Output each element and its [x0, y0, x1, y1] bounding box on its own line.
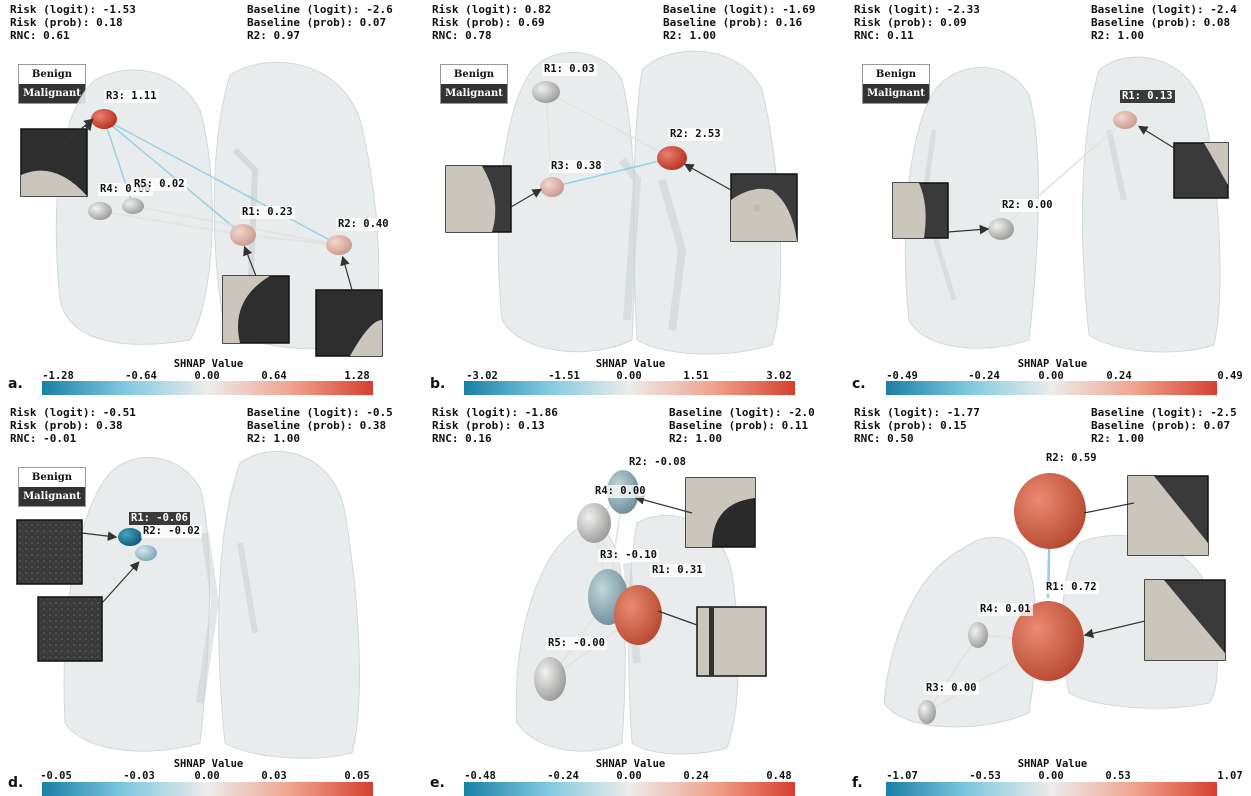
colorbar-title: SHNAP Value	[0, 758, 417, 770]
nodule-label-r1: R1: 0.03	[542, 63, 597, 76]
tick: 0.53	[1105, 770, 1130, 782]
tick: -0.53	[969, 770, 1001, 782]
colorbar-title: SHNAP Value	[0, 358, 417, 370]
nodule-r5	[534, 657, 566, 701]
nodule-r5	[122, 198, 144, 214]
colorbar	[42, 782, 373, 796]
nodule-r4	[577, 503, 611, 543]
tick: 1.07	[1217, 770, 1242, 782]
nodule-r4	[88, 202, 112, 220]
nodule-r2	[326, 235, 352, 255]
nodule-label-r5: R5: 0.02	[132, 178, 187, 191]
nodule-label-r3: R3: -0.10	[598, 549, 659, 562]
panel-label: f.	[852, 775, 863, 791]
nodule-label-r1: R1: 0.23	[240, 206, 295, 219]
panel-label: d.	[8, 775, 23, 791]
nodule-r1	[614, 585, 662, 645]
tick: 0.03	[261, 770, 286, 782]
tick: -0.05	[40, 770, 72, 782]
nodule-r1	[1113, 111, 1137, 129]
nodule-r3	[918, 700, 936, 724]
tick: 0.00	[1038, 770, 1063, 782]
nodule-label-r2: R2: 2.53	[668, 128, 723, 141]
nodule-label-r1: R1: 0.72	[1044, 581, 1099, 594]
colorbar	[886, 381, 1217, 395]
lung-render	[0, 403, 417, 763]
panel-a: Risk (logit): -1.53 Risk (prob): 0.18 RN…	[0, 0, 417, 398]
nodule-label-r1: R1: -0.06	[129, 512, 190, 525]
nodule-label-r5: R5: -0.00	[546, 637, 607, 650]
tick: -0.24	[547, 770, 579, 782]
nodule-label-r2: R2: -0.08	[627, 456, 688, 469]
nodule-label-r2: R2: 0.00	[1000, 199, 1055, 212]
nodule-label-r3: R3: 0.00	[924, 682, 979, 695]
panel-label: c.	[852, 376, 866, 392]
tick: 0.49	[1217, 370, 1242, 382]
panel-c: Risk (logit): -2.33 Risk (prob): 0.09 RN…	[844, 0, 1251, 398]
colorbar-title: SHNAP Value	[844, 358, 1251, 370]
colorbar-title: SHNAP Value	[844, 758, 1251, 770]
tick: 0.05	[344, 770, 369, 782]
nodule-r1	[230, 224, 256, 246]
nodule-r3	[91, 109, 117, 129]
nodule-label-r2: R2: 0.40	[336, 218, 391, 231]
panel-b: Risk (logit): 0.82 Risk (prob): 0.69 RNC…	[422, 0, 839, 398]
nodule-label-r4: R4: 0.00	[593, 485, 648, 498]
tick: -0.48	[464, 770, 496, 782]
colorbar	[464, 381, 795, 395]
panel-e: Risk (logit): -1.86 Risk (prob): 0.13 RN…	[422, 403, 839, 796]
panel-f: Risk (logit): -1.77 Risk (prob): 0.15 RN…	[844, 403, 1251, 796]
colorbar-title: SHNAP Value	[422, 358, 839, 370]
nodule-r2	[135, 545, 157, 561]
tick: -0.03	[123, 770, 155, 782]
tick: 0.00	[616, 770, 641, 782]
nodule-label-r3: R3: 0.38	[549, 160, 604, 173]
nodule-label-r1: R1: 0.13	[1120, 90, 1175, 103]
tick: 0.48	[766, 770, 791, 782]
panel-d: Risk (logit): -0.51 Risk (prob): 0.38 RN…	[0, 403, 417, 796]
ct-patch-r1	[697, 607, 766, 676]
lung-render	[0, 0, 417, 360]
nodule-r2	[1014, 473, 1086, 549]
nodule-label-r4: R4: 0.01	[978, 603, 1033, 616]
nodule-r4	[968, 622, 988, 648]
nodule-r2	[657, 146, 687, 170]
colorbar	[42, 381, 373, 395]
panel-label: e.	[430, 775, 445, 791]
nodule-label-r3: R3: 1.11	[104, 90, 159, 103]
nodule-r1	[118, 528, 142, 546]
colorbar	[464, 782, 795, 796]
nodule-r2	[988, 218, 1014, 240]
tick: -1.07	[886, 770, 918, 782]
lung-render	[422, 0, 839, 360]
colorbar	[886, 782, 1217, 796]
tick: 0.00	[194, 770, 219, 782]
nodule-label-r2: R2: -0.02	[141, 525, 202, 538]
nodule-label-r1: R1: 0.31	[650, 564, 705, 577]
tick: 0.24	[683, 770, 708, 782]
ct-patch-r2	[38, 597, 102, 661]
ct-patch-r1	[17, 520, 82, 584]
nodule-label-r2: R2: 0.59	[1044, 452, 1099, 465]
panel-label: b.	[430, 376, 445, 392]
panel-label: a.	[8, 376, 23, 392]
nodule-r3	[540, 177, 564, 197]
lung-render	[844, 0, 1251, 360]
colorbar-title: SHNAP Value	[422, 758, 839, 770]
nodule-r1	[532, 81, 560, 103]
